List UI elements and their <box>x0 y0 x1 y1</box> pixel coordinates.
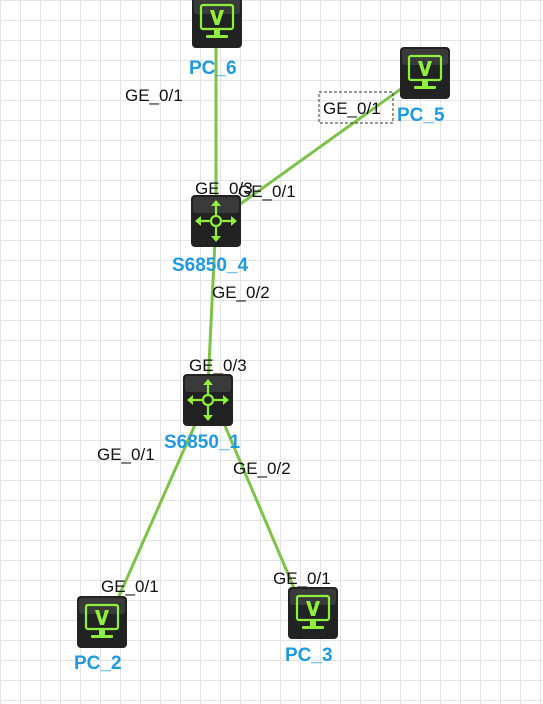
monitor-icon <box>199 3 235 38</box>
port-label-pc6-ge01[interactable]: GE_0/1 <box>125 86 183 105</box>
link-pc5-s4[interactable] <box>230 84 407 212</box>
port-labels-layer: GE_0/1 GE_0/3 GE_0/1 GE_0/1 GE_0/2 GE_0/… <box>97 86 381 596</box>
device-label-s6850-4[interactable]: S6850_4 <box>172 255 249 276</box>
device-label-s6850-1[interactable]: S6850_1 <box>164 432 241 453</box>
port-label-s4-ge03[interactable]: GE_0/3 <box>195 179 253 198</box>
port-label-s4-ge01[interactable]: GE_0/1 <box>238 182 296 201</box>
switch-arrows-icon <box>187 379 229 421</box>
device-s6850-4[interactable] <box>191 195 241 247</box>
port-label-s1-ge01[interactable]: GE_0/1 <box>97 445 155 464</box>
device-label-pc2[interactable]: PC_2 <box>74 653 122 674</box>
port-label-pc2-ge01[interactable]: GE_0/1 <box>101 577 159 596</box>
device-pc6[interactable] <box>192 0 242 48</box>
monitor-icon <box>295 594 331 629</box>
port-label-pc5-ge01[interactable]: GE_0/1 <box>323 99 381 118</box>
port-label-selection-box <box>318 91 394 124</box>
port-label-s1-ge03[interactable]: GE_0/3 <box>189 356 247 375</box>
device-s6850-1[interactable] <box>183 374 233 426</box>
device-label-pc3[interactable]: PC_3 <box>285 645 333 666</box>
port-label-s4-ge02[interactable]: GE_0/2 <box>212 283 270 302</box>
link-s1-pc3[interactable] <box>212 398 302 604</box>
monitor-icon <box>407 54 443 89</box>
link-s4-s1[interactable] <box>206 218 218 387</box>
device-pc2[interactable] <box>77 596 127 648</box>
links-layer <box>110 28 407 614</box>
device-label-pc6[interactable]: PC_6 <box>189 58 237 79</box>
link-s1-pc2[interactable] <box>110 398 208 614</box>
device-pc5[interactable] <box>400 47 450 99</box>
device-label-pc5[interactable]: PC_5 <box>397 105 445 126</box>
device-pc3[interactable] <box>288 587 338 639</box>
port-label-pc3-ge01[interactable]: GE_0/1 <box>273 569 331 588</box>
port-label-s1-ge02[interactable]: GE_0/2 <box>233 459 291 478</box>
monitor-icon <box>84 603 120 638</box>
switch-arrows-icon <box>195 200 237 242</box>
